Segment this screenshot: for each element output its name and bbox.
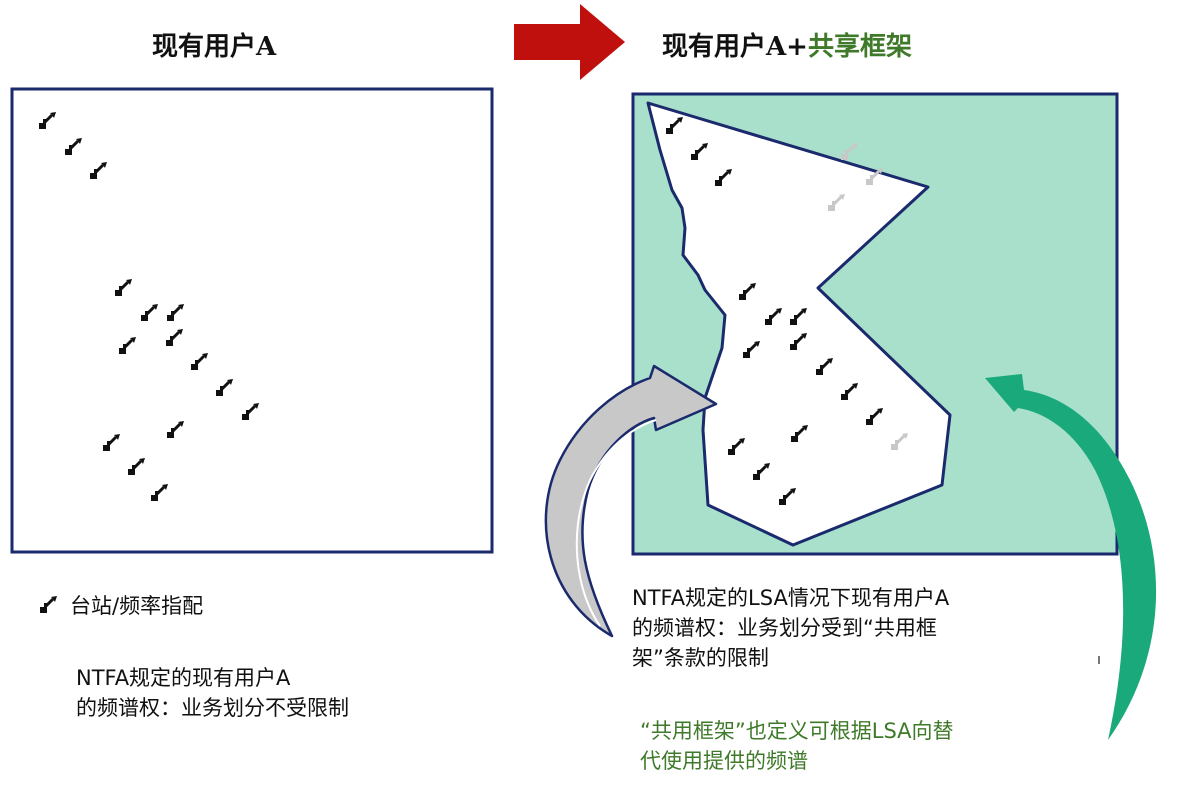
legend: 台站/频率指配 — [36, 590, 203, 620]
green-note-line2: 代使用提供的频谱 — [640, 749, 808, 773]
green-note: “共用框架”也定义可根据LSA向替 代使用提供的频谱 — [640, 716, 954, 776]
right-note-line3: 架”条款的限制 — [632, 646, 769, 670]
blue-curved-arrow — [544, 364, 718, 638]
right-title-main: 现有用户A+ — [662, 32, 808, 62]
right-title-highlight: 共享框架 — [807, 32, 912, 62]
left-note-line1: NTFA规定的现有用户A — [76, 666, 291, 690]
small-mark — [1098, 656, 1100, 664]
left-note: NTFA规定的现有用户A 的频谱权：业务划分不受限制 — [76, 663, 349, 723]
green-curved-arrow — [985, 374, 1157, 740]
green-note-line1: “共用框架”也定义可根据LSA向替 — [640, 719, 954, 743]
right-note-line1: NTFA规定的LSA情况下现有用户A — [632, 586, 950, 610]
left-note-line2: 的频谱权：业务划分不受限制 — [76, 696, 349, 720]
right-panel-title: 现有用户A+共享框架 — [662, 26, 912, 63]
left-panel — [10, 87, 494, 554]
right-note: NTFA规定的LSA情况下现有用户A 的频谱权：业务划分受到“共用框 架”条款的… — [632, 583, 949, 673]
existing-user-region — [646, 101, 952, 547]
station-icon — [38, 594, 58, 615]
right-note-line2: 的频谱权：业务划分受到“共用框 — [632, 616, 937, 640]
legend-label: 台站/频率指配 — [70, 594, 204, 618]
blue-curved-arrow-inner — [575, 419, 657, 627]
left-panel-title: 现有用户A — [152, 32, 277, 62]
big-red-arrow — [514, 4, 625, 80]
